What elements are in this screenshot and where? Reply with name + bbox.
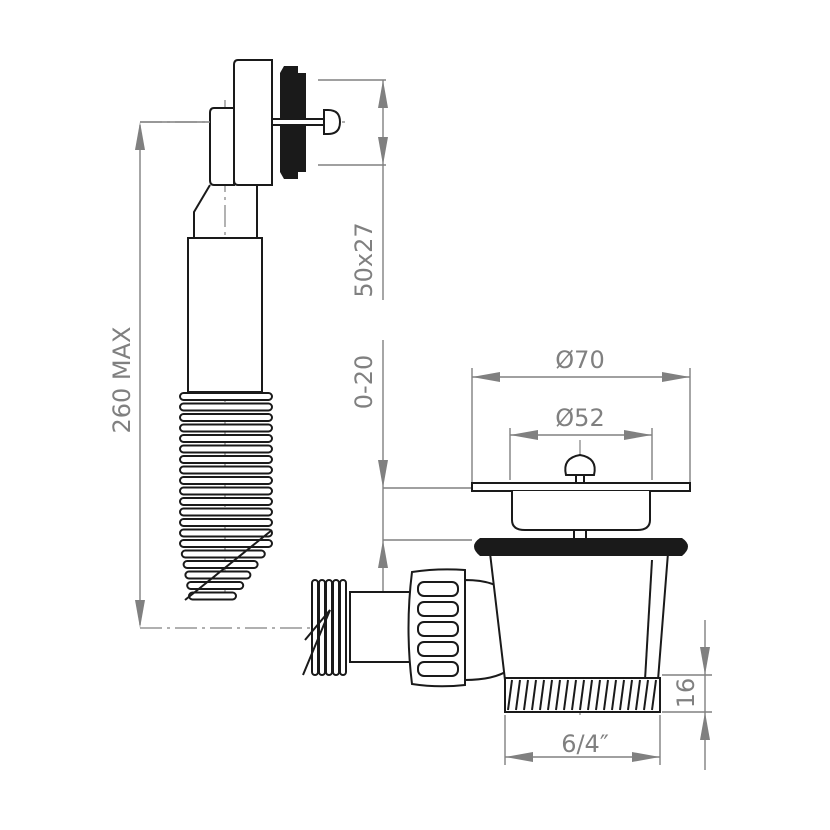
overflow-head: [209, 59, 342, 186]
hose-rib: [179, 507, 273, 517]
dimension-260-max: 260 MAX: [108, 121, 210, 628]
hose-rib: [179, 497, 273, 506]
hose-rib: [179, 392, 273, 401]
dim-adjustment: 0-20: [350, 355, 378, 409]
hose-rib: [179, 413, 273, 422]
dimension-16: 16: [662, 620, 712, 770]
thread-line: [619, 679, 625, 711]
hose-rib: [182, 560, 259, 569]
dim-total-length: 260 MAX: [108, 326, 136, 433]
thread-line: [603, 679, 609, 711]
thread-line: [643, 679, 649, 711]
corrugated-hose: [179, 392, 273, 601]
hose-cut-edge: [184, 529, 273, 601]
dim-overflow-size: 50x27: [350, 222, 378, 297]
hose-rib: [179, 539, 273, 548]
thread-line: [627, 679, 633, 711]
thread-line: [571, 679, 577, 711]
hose-rib: [325, 579, 333, 676]
hose-rib: [179, 528, 273, 538]
thread-line: [531, 679, 537, 711]
hose-cut-edge: [302, 609, 331, 676]
thread-line: [635, 679, 641, 711]
dim-thread-size: 6/4″: [561, 730, 609, 758]
thread-line: [555, 679, 561, 711]
hose-rib: [332, 579, 340, 676]
hose-rib: [179, 476, 273, 485]
thread-line: [515, 679, 521, 711]
dimension-50x27: 50x27: [318, 79, 388, 300]
dimension-0-20: 0-20: [350, 340, 472, 600]
thread-line: [539, 679, 545, 711]
overflow-pipe: [187, 184, 263, 393]
dimension-diameter-70: Ø70: [471, 346, 691, 483]
sink-gasket: [474, 538, 688, 556]
hose-rib: [179, 402, 273, 412]
hose-rib: [179, 434, 273, 443]
dim-thread-height: 16: [672, 678, 700, 709]
hose-rib: [180, 549, 266, 559]
side-hose-connector: [302, 579, 347, 676]
hose-rib: [179, 518, 273, 527]
side-outlet: [349, 568, 466, 688]
hose-rib: [179, 444, 273, 454]
thread-line: [563, 679, 569, 711]
thread-line: [507, 679, 513, 711]
hose-rib: [179, 465, 273, 475]
thread-line: [595, 679, 601, 711]
hose-rib: [188, 591, 237, 601]
thread-line: [523, 679, 529, 711]
hose-rib: [339, 579, 347, 676]
dimension-6-4: 6/4″: [504, 715, 661, 765]
hose-rib: [179, 486, 273, 496]
thread-line: [611, 679, 617, 711]
thread-line: [587, 679, 593, 711]
hose-rib: [186, 581, 245, 590]
dim-outer-diameter: Ø70: [555, 346, 604, 374]
hose-rib: [179, 423, 273, 433]
thread-line: [547, 679, 553, 711]
dimension-diameter-52: Ø52: [509, 404, 653, 480]
thread-line: [651, 679, 657, 711]
hose-rib: [179, 455, 273, 464]
dim-inner-diameter: Ø52: [555, 404, 604, 432]
hose-rib: [184, 570, 252, 580]
thread-line: [579, 679, 585, 711]
threaded-outlet: [504, 677, 661, 713]
strainer-basket: [471, 453, 691, 541]
drain-body: [464, 538, 688, 682]
